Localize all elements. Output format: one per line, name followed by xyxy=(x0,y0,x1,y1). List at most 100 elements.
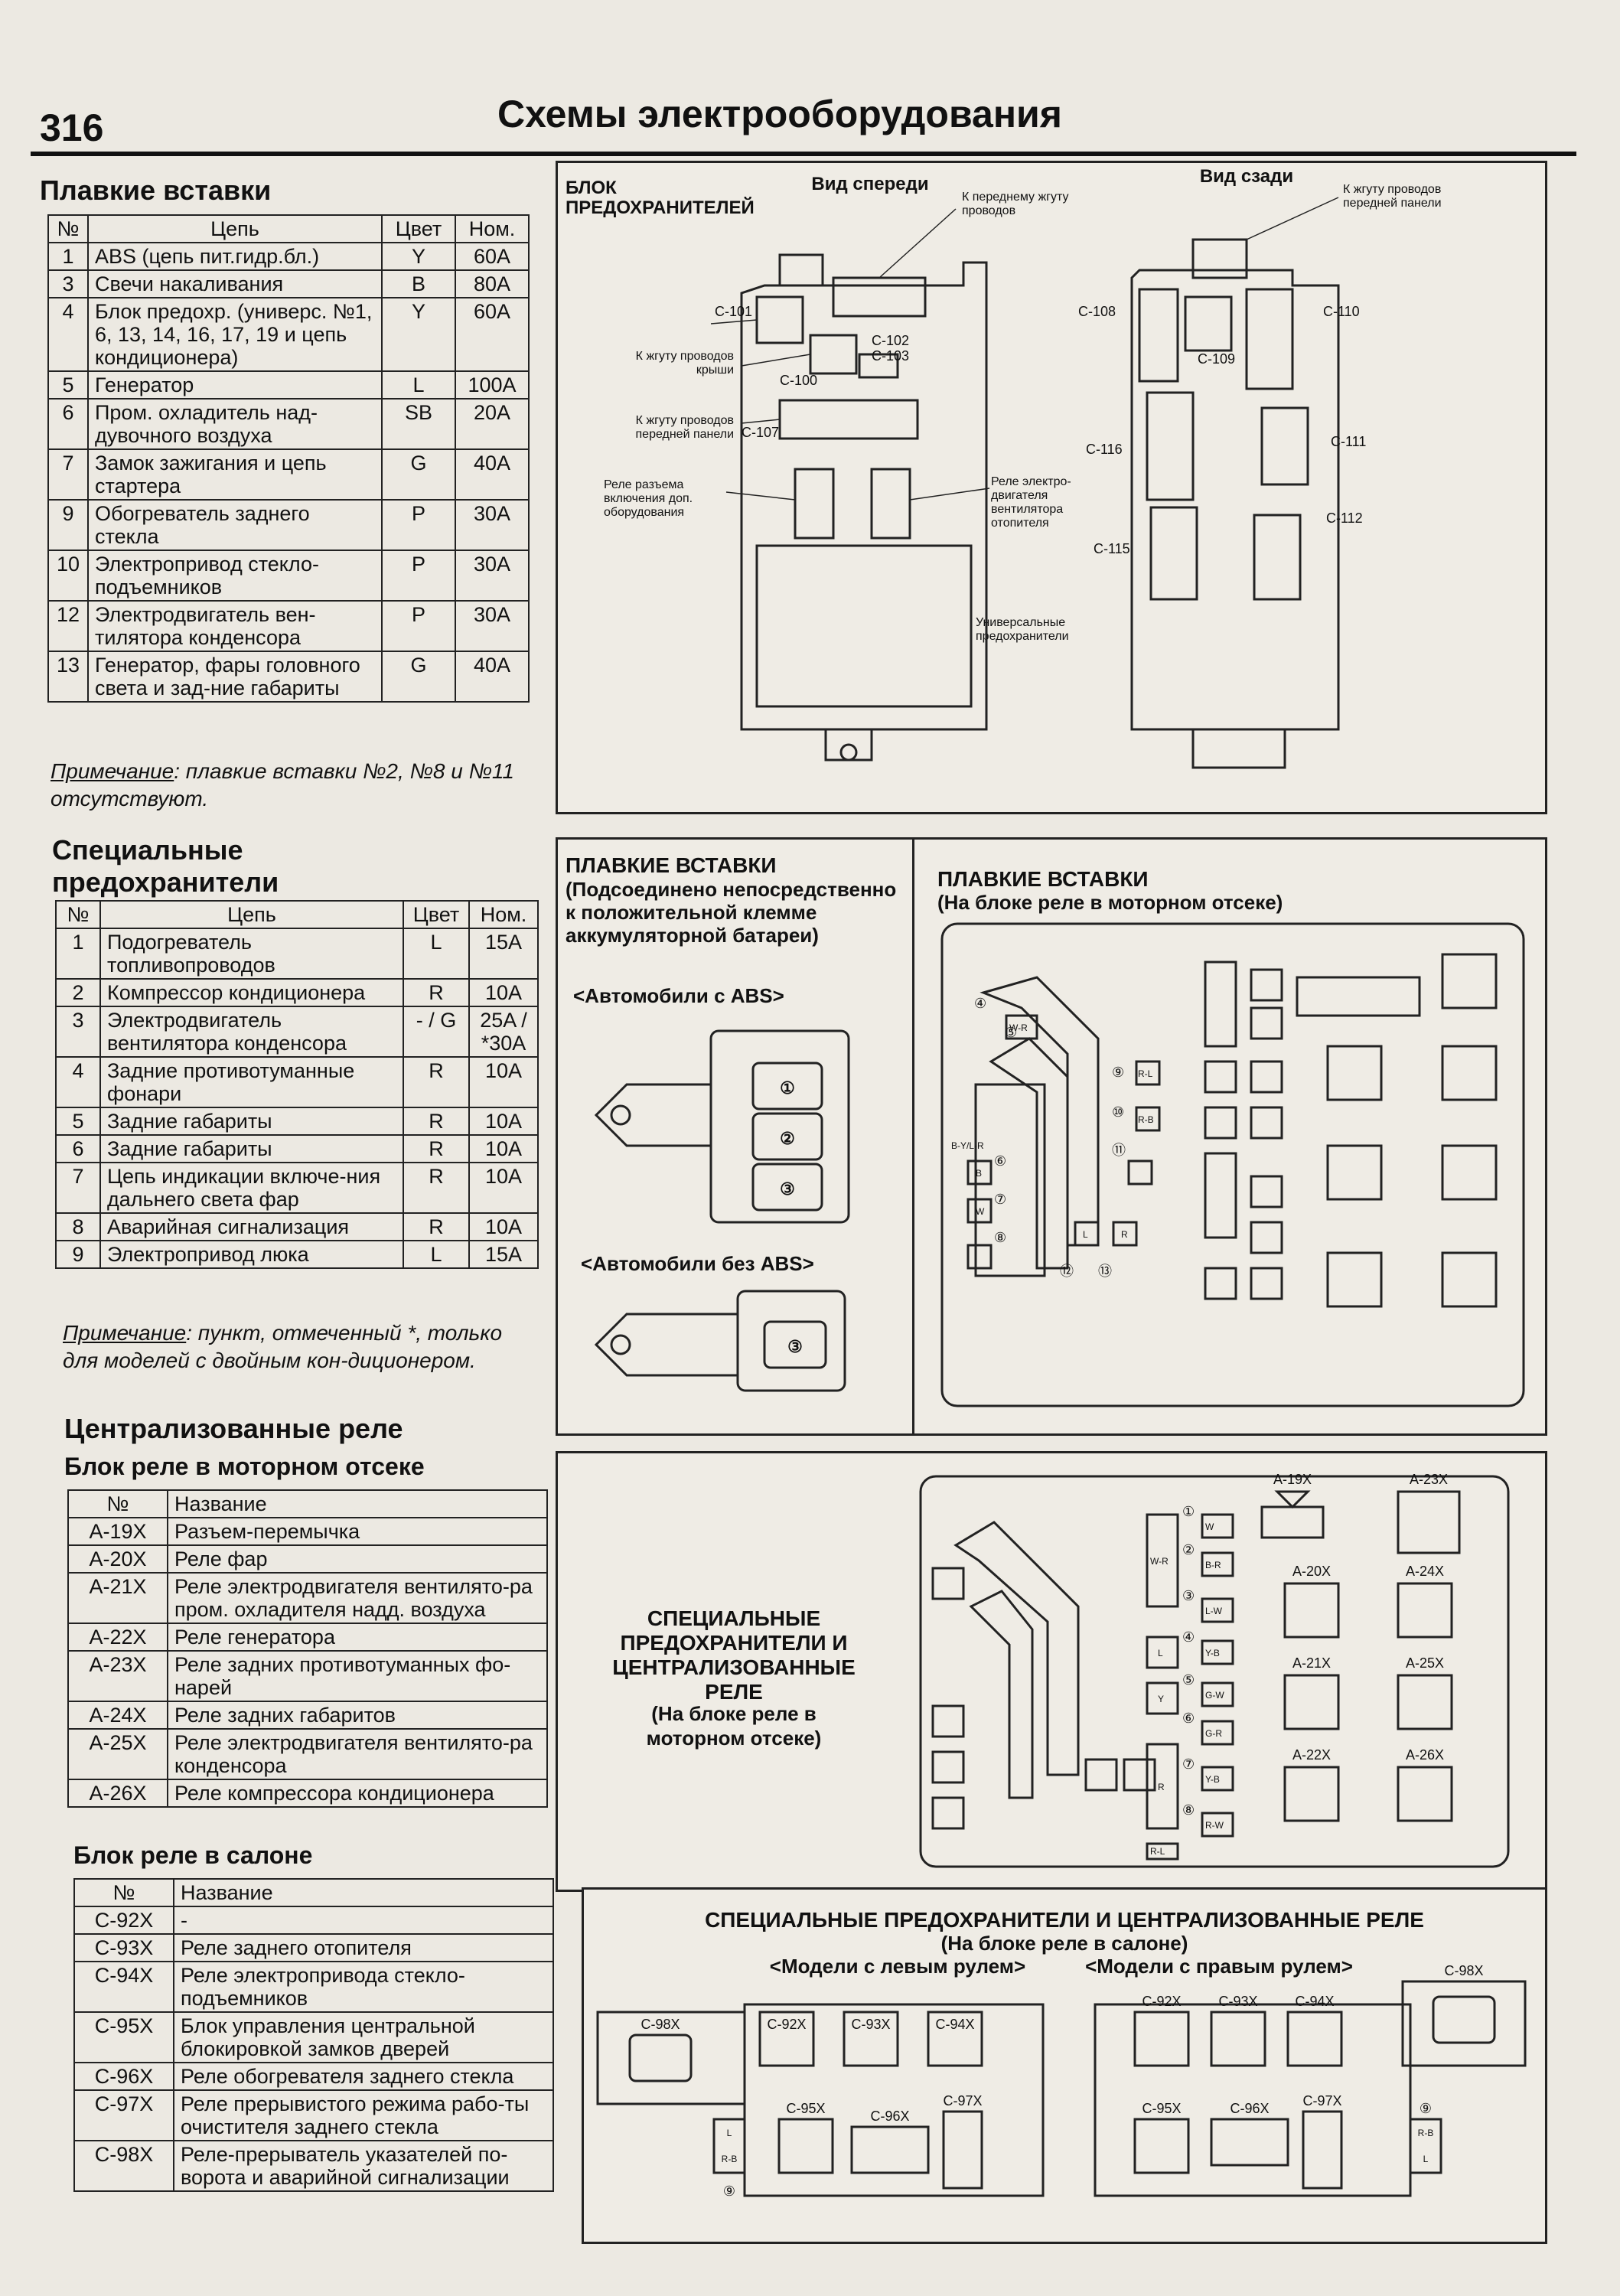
label-roof-harness: К жгуту проводов крыши xyxy=(635,350,734,377)
table-cell: 9 xyxy=(47,499,89,551)
table-cell: 5 xyxy=(55,1107,101,1136)
fuse-number: ⑦ xyxy=(1182,1756,1195,1772)
table-cell: 80A xyxy=(455,269,530,298)
relay-label: C-96X xyxy=(1230,2101,1269,2116)
table-header-row: № Название xyxy=(67,1489,548,1518)
fuse-number: ⑤ xyxy=(1005,1025,1017,1040)
abs-fuse-number: ② xyxy=(780,1129,795,1148)
fusible-relay-subtitle: (На блоке реле в моторном отсеке) xyxy=(937,891,1283,914)
table-cell: G xyxy=(381,651,456,703)
fuse-number: ② xyxy=(1182,1542,1195,1557)
table-cell: Электропривод стекло-подъемников xyxy=(87,550,383,602)
wire-code: B-Y/L-R xyxy=(951,1140,984,1151)
fuse-block-panel: БЛОК ПРЕДОХРАНИТЕЛЕЙ Вид спереди Вид сза… xyxy=(556,161,1547,814)
table-header-row: № Название xyxy=(73,1878,554,1907)
fuse-block-title: БЛОК ПРЕДОХРАНИТЕЛЕЙ xyxy=(566,178,755,218)
connector-label: C-115 xyxy=(1094,541,1130,556)
fuse-number: ⑫ xyxy=(1060,1264,1074,1279)
table-cell: Пром. охладитель над-дувочного воздуха xyxy=(87,398,383,450)
table-cell: 40A xyxy=(455,448,530,501)
table-cell: 10A xyxy=(468,978,539,1007)
table-cell: R xyxy=(403,1056,470,1108)
table-cell: Y xyxy=(381,297,456,372)
without-abs-label: <Автомобили без ABS> xyxy=(581,1252,814,1275)
fuse-number: ⑨ xyxy=(1420,2101,1432,2116)
table-cell: A-25X xyxy=(67,1728,168,1780)
wire-code: Y xyxy=(1158,1694,1164,1704)
table-cell: A-19X xyxy=(67,1517,168,1546)
relay-label: C-95X xyxy=(786,2101,825,2116)
table-cell: Реле прерывистого режима рабо-ты очистит… xyxy=(173,2089,554,2141)
relay-label: A-21X xyxy=(1292,1655,1331,1671)
table-cell: 7 xyxy=(47,448,89,501)
fusible-links-title: Плавкие вставки xyxy=(40,174,272,206)
special-engine-panel: СПЕЦИАЛЬНЫЕ ПРЕДОХРАНИТЕЛИ И ЦЕНТРАЛИЗОВ… xyxy=(556,1451,1547,1892)
table-cell: 5 xyxy=(47,370,89,400)
table-cell: Задние габариты xyxy=(99,1107,404,1136)
table-cell: Задние противотуманные фонари xyxy=(99,1056,404,1108)
connector-label: C-100 xyxy=(780,373,817,388)
wire-code: G-R xyxy=(1205,1728,1222,1739)
table-cell: Свечи накаливания xyxy=(87,269,383,298)
table-cell: Реле генератора xyxy=(167,1623,548,1652)
table-cell: 30A xyxy=(455,499,530,551)
wire-code: Y-B xyxy=(1205,1648,1220,1658)
connector-label: C-112 xyxy=(1326,510,1363,526)
table-cell: L xyxy=(403,928,470,980)
fusible-battery-title: ПЛАВКИЕ ВСТАВКИ xyxy=(566,853,777,877)
table-cell: 9 xyxy=(55,1240,101,1269)
relay-label: C-97X xyxy=(943,2093,982,2108)
table-cell: Реле задних противотуманных фо-нарей xyxy=(167,1650,548,1702)
label-front-panel-harness-top: К жгуту проводов передней панели xyxy=(1343,183,1442,210)
table-cell: Электродвигатель вентилятора конденсора xyxy=(99,1006,404,1058)
wire-code: L xyxy=(1158,1648,1163,1658)
note-label: Примечание xyxy=(63,1321,187,1345)
col-number-header: № xyxy=(55,900,101,929)
table-cell: 8 xyxy=(55,1212,101,1241)
table-cell: P xyxy=(381,600,456,652)
table-cell: 3 xyxy=(47,269,89,298)
table-cell: - / G xyxy=(403,1006,470,1058)
table-header-row: № Цепь Цвет Ном. xyxy=(47,214,530,243)
label-aux-relay: Реле разъема включения доп. оборудования xyxy=(604,478,693,519)
table-cell: R xyxy=(403,1212,470,1241)
wire-code: R-L xyxy=(1150,1846,1165,1857)
table-cell: A-24X xyxy=(67,1701,168,1730)
page-number: 316 xyxy=(40,106,104,149)
fusible-relay-title: ПЛАВКИЕ ВСТАВКИ xyxy=(937,867,1149,891)
table-cell: 13 xyxy=(47,651,89,703)
table-cell: Аварийная сигнализация xyxy=(99,1212,404,1241)
wire-code: R-L xyxy=(1138,1068,1153,1079)
with-abs-label: <Автомобили с ABS> xyxy=(573,984,784,1007)
col-circuit-header: Цепь xyxy=(87,214,383,243)
table-cell: R xyxy=(403,1162,470,1214)
table-cell: C-95X xyxy=(73,2011,174,2063)
table-cell: 1 xyxy=(47,242,89,271)
fusible-battery-panel: ПЛАВКИЕ ВСТАВКИ (Подсоединено непосредст… xyxy=(556,837,917,1436)
table-cell: A-26X xyxy=(67,1779,168,1808)
table-cell: 10A xyxy=(468,1134,539,1163)
fuse-number: ④ xyxy=(974,996,986,1011)
special-engine-drawing: A-19X A-23X A-20X A-24X A-21X A-25X A-22… xyxy=(919,1472,1510,1868)
relay-label: C-92X xyxy=(767,2017,806,2032)
relay-label: A-22X xyxy=(1292,1747,1331,1763)
table-cell: 4 xyxy=(47,297,89,372)
special-engine-title: СПЕЦИАЛЬНЫЕ ПРЕДОХРАНИТЕЛИ И ЦЕНТРАЛИЗОВ… xyxy=(612,1606,856,1704)
connector-label: C-110 xyxy=(1323,304,1360,319)
